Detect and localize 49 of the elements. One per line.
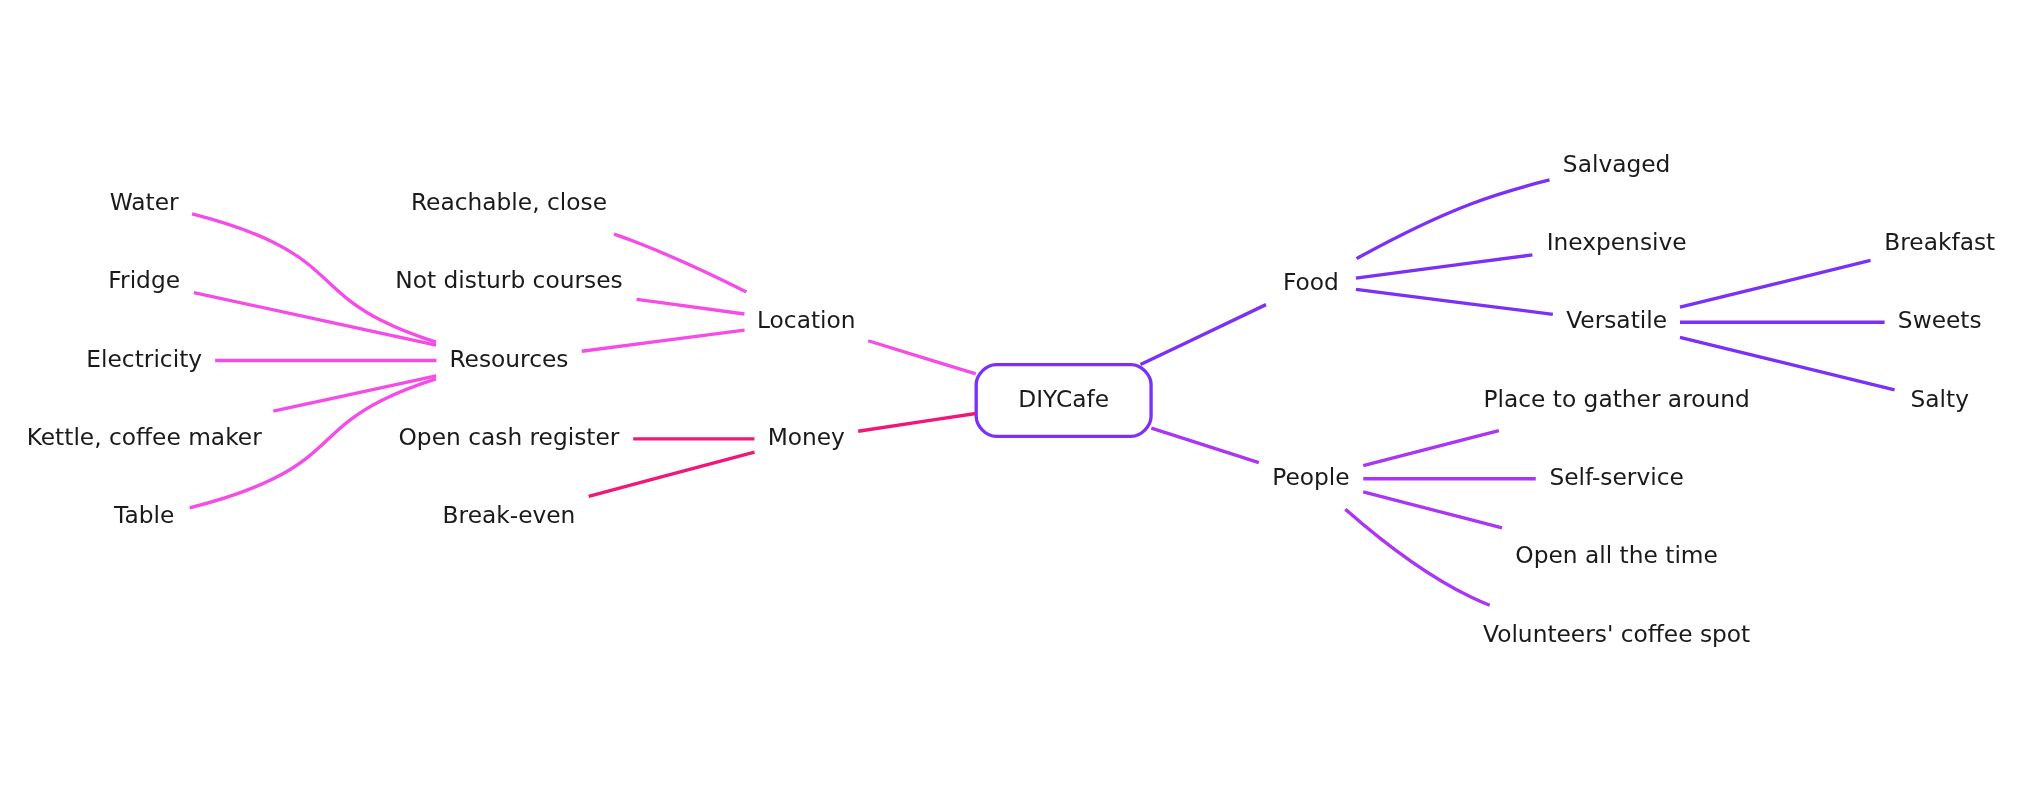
connector — [1150, 426, 1260, 464]
connector — [1344, 507, 1491, 607]
connector — [215, 358, 437, 362]
node-text: Sweets — [1897, 305, 1982, 333]
connector — [1362, 489, 1503, 529]
node-text: Electricity — [86, 344, 203, 372]
node-text: Money — [767, 422, 845, 450]
connector — [1355, 252, 1533, 280]
node-text: Not disturb courses — [395, 265, 623, 293]
connector — [1363, 476, 1536, 480]
node-text: Table — [114, 500, 175, 528]
node-box: DIYCafe — [974, 362, 1153, 438]
connector — [613, 232, 748, 293]
node-text: Versatile — [1566, 305, 1668, 333]
node-text: Breakfast — [1884, 227, 1996, 255]
node-text: Inexpensive — [1546, 227, 1687, 255]
connector — [189, 376, 437, 509]
connector — [588, 450, 755, 498]
connector — [193, 290, 437, 347]
node-text: Resources — [449, 344, 569, 372]
node-text: Food — [1283, 267, 1339, 295]
node-text: Open all the time — [1515, 540, 1718, 568]
node-text: Break-even — [442, 500, 576, 528]
connector — [1362, 428, 1500, 467]
node-text: Water — [109, 187, 179, 215]
node-text: Self-service — [1549, 462, 1684, 490]
connector — [1139, 302, 1267, 366]
node-text: Location — [757, 305, 856, 333]
node-text: People — [1272, 462, 1350, 490]
node-text: Volunteers' coffee spot — [1483, 619, 1751, 647]
connector — [857, 411, 977, 433]
connector — [633, 436, 755, 440]
connector — [1679, 335, 1895, 391]
node-text: Salty — [1910, 384, 1969, 412]
connector — [636, 297, 745, 316]
node-text: Open cash register — [398, 422, 620, 450]
connector — [1679, 258, 1871, 309]
node-text: Salvaged — [1562, 149, 1671, 177]
node-text: Kettle, coffee maker — [26, 422, 262, 450]
node-text: Fridge — [108, 265, 181, 293]
connector — [581, 327, 745, 353]
connector — [1355, 177, 1550, 260]
connector — [867, 338, 977, 376]
connector — [1355, 287, 1554, 316]
node-text: Reachable, close — [410, 187, 607, 215]
connector — [1679, 320, 1885, 324]
connector — [272, 373, 437, 413]
connector — [191, 211, 437, 344]
node-text: Place to gather around — [1483, 384, 1750, 412]
